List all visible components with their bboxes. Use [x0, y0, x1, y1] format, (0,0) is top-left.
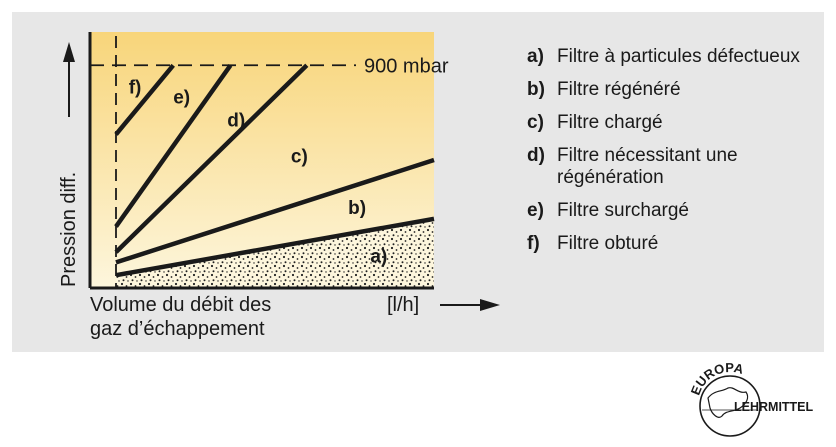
series-b-label: b): [348, 198, 366, 219]
continent-outline-icon: [707, 387, 749, 418]
series-c-line: [115, 157, 435, 265]
x-axis-unit: [l/h]: [387, 294, 419, 316]
legend-item-d: d) Filtre nécessitant une régénération: [527, 145, 827, 189]
legend-item-e: e) Filtre surchargé: [527, 200, 827, 222]
pressure-chart: 900 mbar a) b) c) d) e) f) Pression diff. Vol…: [58, 32, 500, 340]
legend-key: f): [527, 233, 540, 254]
legend-item-a: a) Filtre à particules défectueux: [527, 46, 827, 68]
globe-icon: [699, 375, 761, 437]
series-f-label: f): [129, 77, 142, 98]
series-c-label: c): [291, 147, 308, 168]
legend-item-f: f) Filtre obturé: [527, 233, 827, 255]
legend-key: c): [527, 112, 544, 133]
series-group: a) b) c) d) e) f): [114, 63, 435, 278]
series-d-line: [114, 63, 309, 254]
legend-label: Filtre chargé: [557, 112, 663, 133]
series-f-line: [114, 63, 175, 136]
series-a-shaded-area: [116, 218, 434, 288]
series-a-label: a): [370, 246, 387, 267]
x-axis-label-line1: Volume du débit des: [90, 294, 271, 316]
legend-label: Filtre obturé: [557, 233, 659, 254]
x-axis-arrow: [440, 299, 500, 311]
legend-label: Filtre régénéré: [557, 79, 681, 100]
reference-line-label: 900 mbar: [364, 55, 449, 77]
europa-lehrmittel-logo: EUROPA LEHRMITTEL: [688, 360, 814, 437]
legend-key: a): [527, 46, 544, 67]
y-axis-arrow: [63, 42, 75, 117]
x-axis-label-line2: gaz d’échappement: [90, 318, 265, 340]
legend-item-c: c) Filtre chargé: [527, 112, 827, 134]
legend: a) Filtre à particules défectueux b) Fil…: [527, 46, 827, 266]
series-e-label: e): [173, 88, 190, 109]
legend-item-b: b) Filtre régénéré: [527, 79, 827, 101]
legend-key: e): [527, 200, 544, 221]
legend-key: b): [527, 79, 545, 100]
legend-label: Filtre nécessitant une régénération: [557, 145, 738, 188]
logo-line2: LEHRMITTEL: [734, 400, 814, 414]
y-axis-label: Pression diff.: [58, 172, 80, 287]
figure-panel: 900 mbar a) b) c) d) e) f) Pression diff. Vol…: [12, 12, 824, 352]
series-e-line: [114, 63, 233, 228]
series-d-label: d): [227, 111, 245, 132]
legend-label: Filtre à particules défectueux: [557, 46, 800, 67]
legend-key: d): [527, 145, 545, 166]
legend-label: Filtre surchargé: [557, 200, 689, 221]
series-b-line: [115, 216, 435, 278]
